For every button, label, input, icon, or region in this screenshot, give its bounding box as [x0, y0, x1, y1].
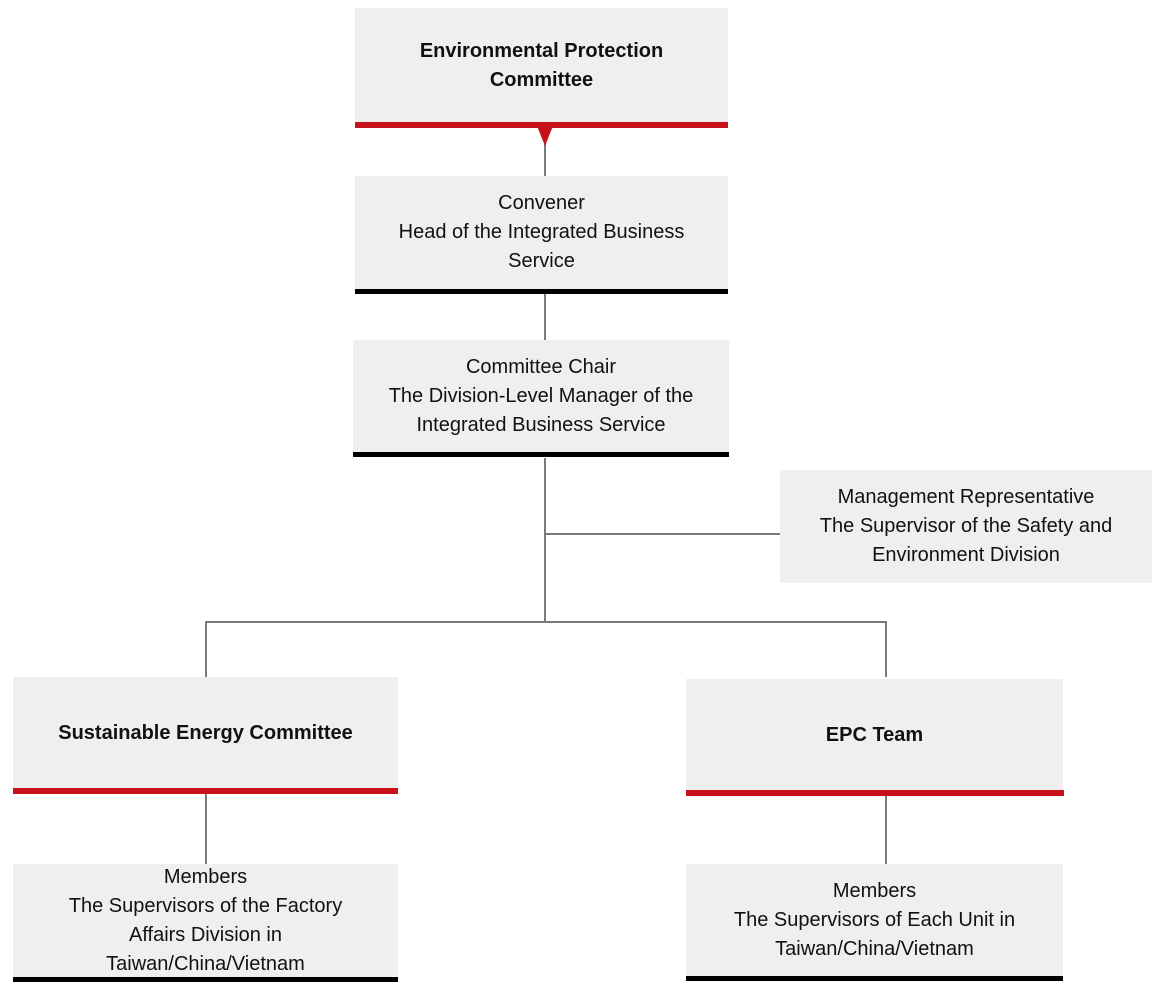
committee-chair-role: Committee Chair	[465, 356, 617, 378]
environmental-protection-committee-title: Environmental Protection Committee	[419, 40, 664, 91]
epc-team-title: EPC Team	[825, 723, 924, 746]
connector-epc-members	[885, 796, 887, 864]
connector-to-sustainable	[205, 621, 207, 677]
sustainable-energy-committee-box: Sustainable Energy Committee	[13, 677, 398, 789]
connector-convener-chair	[544, 294, 546, 340]
management-representative-role: Management Representative	[837, 486, 1095, 508]
epc-members-role: Members	[832, 879, 917, 902]
convener-box: Convener Head of the Integrated Business…	[355, 176, 728, 289]
management-representative-box: Management Representative The Supervisor…	[780, 470, 1152, 583]
sustainable-members-role: Members	[163, 865, 248, 888]
committee-chair-box: Committee Chair The Division-Level Manag…	[353, 340, 729, 453]
epc-team-box: EPC Team	[686, 679, 1063, 791]
connector-to-epc	[885, 621, 887, 677]
convener-desc: Head of the Integrated Business Service	[398, 221, 685, 272]
connector-top-convener	[544, 140, 546, 176]
epc-red-bar	[686, 790, 1064, 796]
epc-members-box: Members The Supervisors of Each Unit in …	[686, 864, 1063, 976]
connector-horizontal-split	[205, 621, 887, 623]
convener-black-bar	[355, 289, 728, 294]
convener-role: Convener	[498, 192, 585, 214]
epc-members-desc: The Supervisors of Each Unit in Taiwan/C…	[733, 908, 1016, 960]
top-red-bar	[355, 122, 728, 128]
connector-sustainable-members	[205, 794, 207, 864]
sustainable-members-desc: The Supervisors of the Factory Affairs D…	[68, 894, 343, 975]
connector-management-branch	[544, 533, 780, 535]
committee-chair-black-bar	[353, 452, 729, 457]
sustainable-energy-committee-title: Sustainable Energy Committee	[58, 721, 353, 744]
committee-chair-desc: The Division-Level Manager of the Integr…	[388, 385, 694, 436]
epc-members-black-bar	[686, 976, 1063, 981]
connector-chair-trunk	[544, 458, 546, 622]
sustainable-red-bar	[13, 788, 398, 794]
down-triangle-icon	[537, 126, 553, 146]
sustainable-members-black-bar	[13, 977, 398, 982]
environmental-protection-committee-box: Environmental Protection Committee	[355, 8, 728, 124]
sustainable-members-box: Members The Supervisors of the Factory A…	[13, 864, 398, 977]
management-representative-desc: The Supervisor of the Safety and Environ…	[819, 515, 1113, 566]
